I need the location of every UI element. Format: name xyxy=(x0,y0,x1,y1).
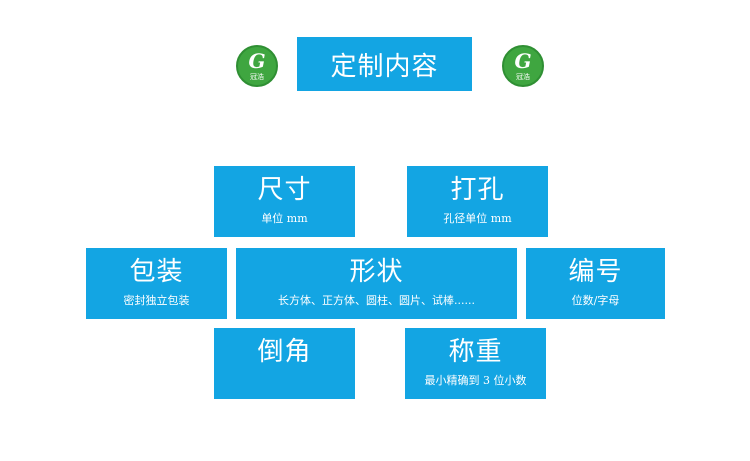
card-subtitle: 最小精确到 3 位小数 xyxy=(424,374,527,387)
logo-mark: G xyxy=(514,49,532,73)
option-card-chamfer: 倒角 xyxy=(214,328,355,399)
card-subtitle: 单位 mm xyxy=(261,212,308,225)
option-card-drilling: 打孔 孔径单位 mm xyxy=(407,166,548,237)
brand-logo-left: G 冠浩 xyxy=(236,45,278,87)
card-subtitle: 孔径单位 mm xyxy=(443,212,512,225)
logo-text: 冠浩 xyxy=(250,73,264,81)
card-title: 打孔 xyxy=(450,175,505,205)
option-card-shape: 形状 长方体、正方体、圆柱、圆片、试棒...... xyxy=(236,248,517,319)
option-card-weighing: 称重 最小精确到 3 位小数 xyxy=(405,328,546,399)
card-subtitle: 密封独立包装 xyxy=(123,294,190,307)
card-title: 形状 xyxy=(349,257,404,287)
card-title: 称重 xyxy=(448,337,503,367)
card-title: 尺寸 xyxy=(257,175,312,205)
card-title: 倒角 xyxy=(257,337,312,367)
card-title: 包装 xyxy=(129,257,184,287)
logo-text: 冠浩 xyxy=(516,73,530,81)
page-title: 定制内容 xyxy=(297,37,472,91)
card-subtitle: 位数/字母 xyxy=(571,294,620,307)
option-card-numbering: 编号 位数/字母 xyxy=(526,248,665,319)
card-title: 编号 xyxy=(568,257,623,287)
brand-logo-right: G 冠浩 xyxy=(502,45,544,87)
option-card-size: 尺寸 单位 mm xyxy=(214,166,355,237)
logo-mark: G xyxy=(248,49,266,73)
option-card-packaging: 包装 密封独立包装 xyxy=(86,248,227,319)
card-subtitle: 长方体、正方体、圆柱、圆片、试棒...... xyxy=(278,294,475,307)
